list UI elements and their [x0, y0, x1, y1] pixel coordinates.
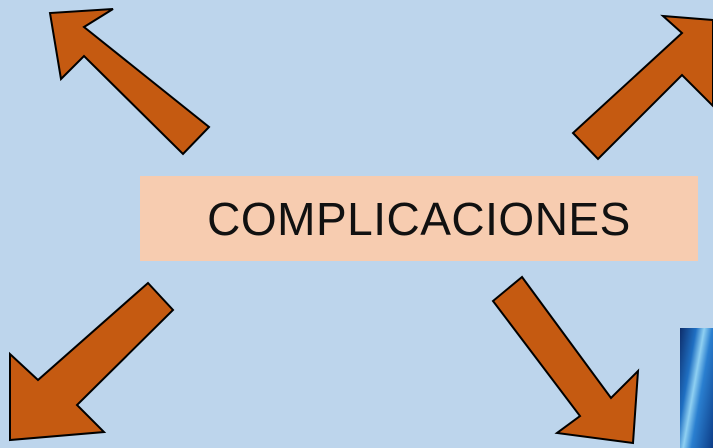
- title-box: COMPLICACIONES: [140, 176, 698, 261]
- corner-image: [680, 328, 713, 448]
- arrow-top-left: [48, 8, 211, 156]
- arrow-bottom-right: [491, 275, 640, 445]
- arrow-top-right: [571, 14, 713, 161]
- arrow-bottom-left: [9, 281, 175, 442]
- diagram-title: COMPLICACIONES: [207, 192, 631, 245]
